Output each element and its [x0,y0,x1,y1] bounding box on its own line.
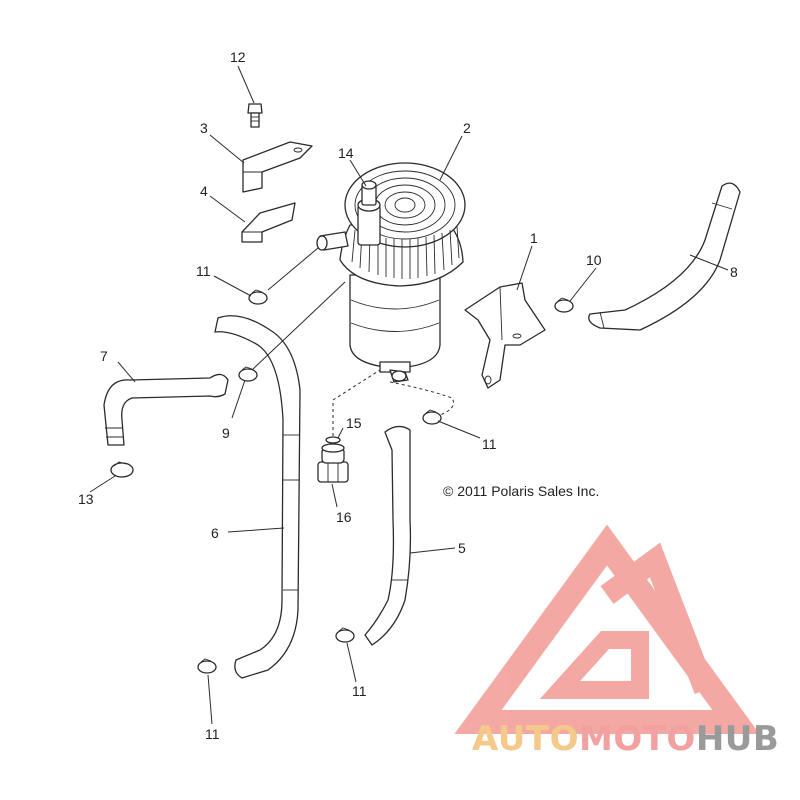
callout-9: 9 [222,425,230,441]
clamp-11-b [422,409,442,425]
callout-15: 15 [346,415,362,431]
callout-2: 2 [463,120,471,136]
bracket-upper [242,141,313,193]
hose-8 [588,182,741,331]
callout-11-c: 11 [352,683,367,699]
clamp-11-a [248,289,268,305]
leader-lines [89,65,729,725]
callout-6: 6 [211,525,219,541]
callout-14: 14 [338,145,354,161]
filter-sensor [357,180,381,246]
watermark-hub: HUB [696,719,779,759]
callout-3: 3 [200,120,208,136]
drain-fitting [317,443,349,483]
mounting-bracket [464,282,546,389]
clamp-10 [554,297,574,313]
callout-13: 13 [78,491,94,507]
callout-5: 5 [458,540,466,556]
copyright-notice: © 2011 Polaris Sales Inc. [443,483,599,499]
hose-7 [103,373,229,446]
hose-5 [364,425,412,646]
o-ring [325,436,341,444]
callout-11-d: 11 [205,726,220,742]
watermark-auto: AUTO [472,719,579,759]
callout-10: 10 [586,252,602,268]
hose-6 [214,315,301,679]
callout-numbers: 12 3 4 2 14 1 10 8 11 7 9 11 15 13 16 6 … [78,49,738,742]
clamp-13 [110,461,134,478]
bolt [247,103,263,128]
watermark-text: AUTOMOTOHUB [472,719,779,759]
callout-1: 1 [530,230,538,246]
callout-11-b: 11 [482,436,497,452]
callout-7: 7 [100,348,108,364]
callout-11-a: 11 [196,263,211,279]
clamp-11-d [197,658,217,674]
callout-4: 4 [200,183,208,199]
watermark-moto: MOTO [579,719,696,759]
bracket-lower [241,202,296,243]
callout-16: 16 [336,509,352,525]
clamp-9 [238,366,258,382]
callout-12: 12 [230,49,246,65]
automotohub-logo [454,524,760,734]
callout-8: 8 [730,264,738,280]
hose-clamps [110,289,574,674]
air-filter-canister [316,162,466,383]
clamp-11-c [335,627,355,643]
